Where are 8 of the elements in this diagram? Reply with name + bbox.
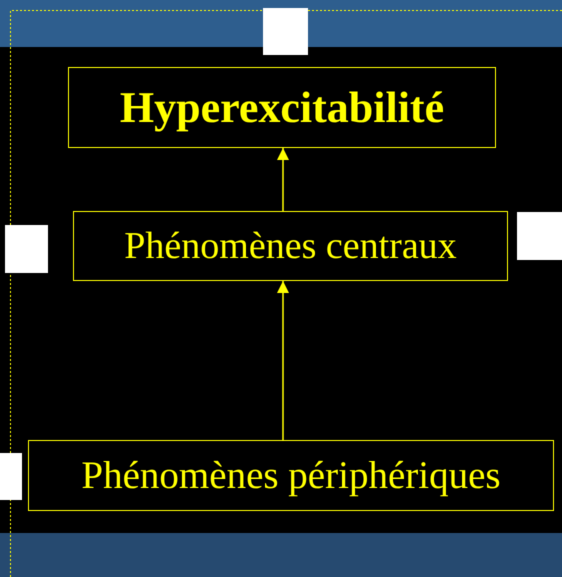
text-box <box>68 67 496 148</box>
text-box <box>73 211 508 281</box>
arrow <box>277 148 289 211</box>
arrow <box>277 281 289 440</box>
text-box <box>28 440 554 511</box>
box-label: Phénomènes périphériques <box>81 453 501 498</box>
box-label: Phénomènes centraux <box>124 224 457 268</box>
box-label: Hyperexcitabilité <box>120 82 444 133</box>
